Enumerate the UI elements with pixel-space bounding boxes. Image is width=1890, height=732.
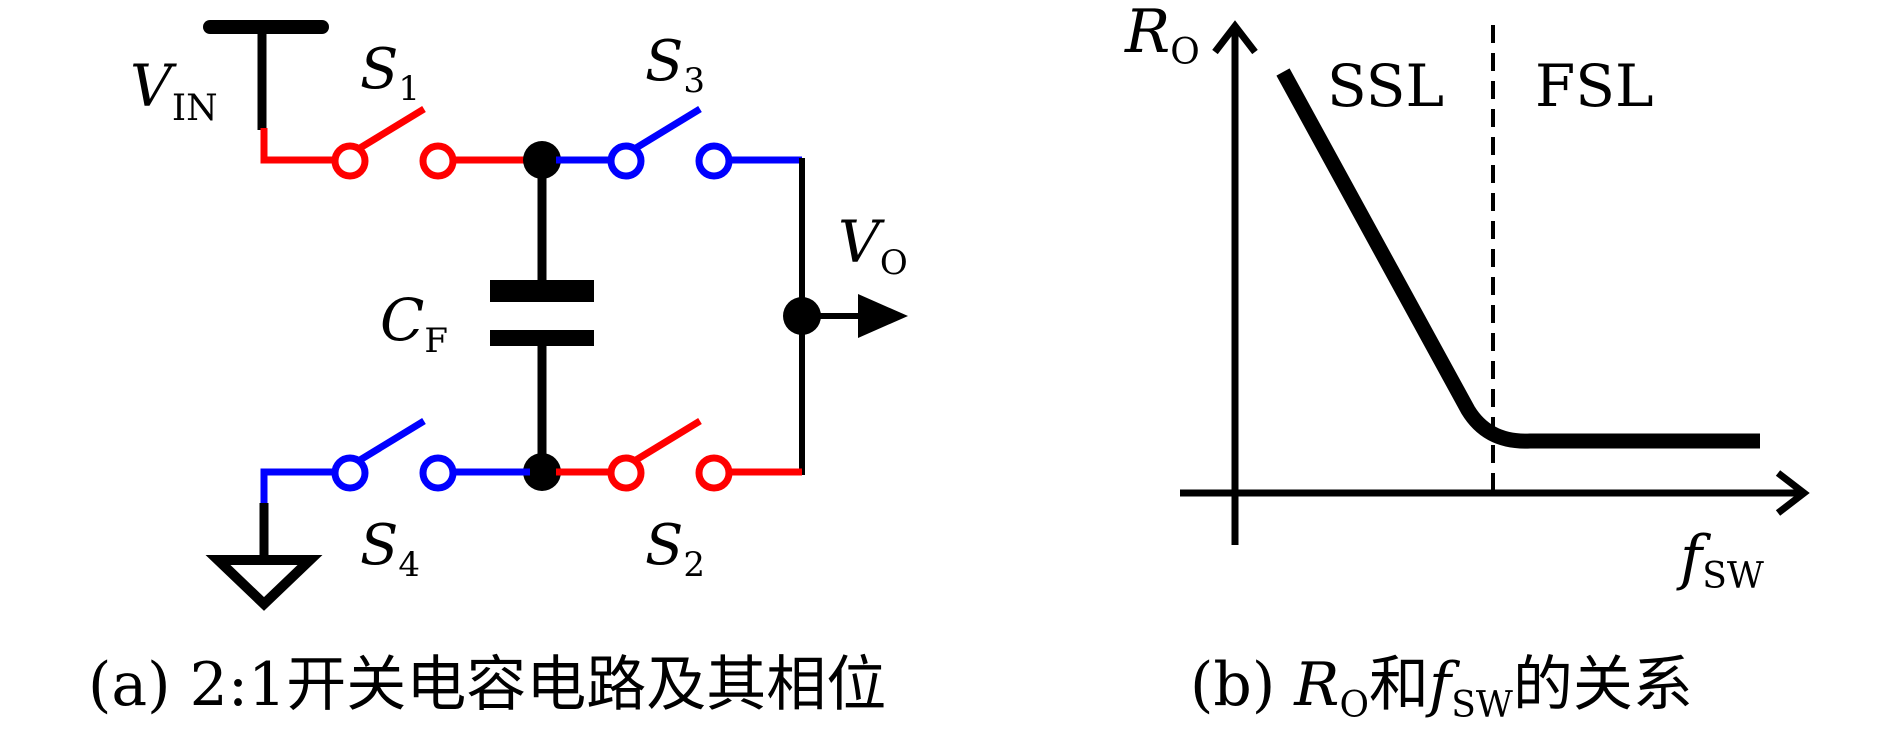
switch-s3 — [556, 106, 802, 180]
top-node — [523, 141, 561, 179]
switch-s2 — [556, 418, 802, 492]
s3-label: S3 — [645, 29, 705, 101]
caption-b: (b) RO和fSW的关系 — [1190, 650, 1693, 726]
switch-s1 — [260, 106, 530, 180]
vo-label: VO — [838, 208, 908, 283]
cf-label: CF — [380, 286, 448, 361]
switch-s4 — [260, 418, 530, 505]
y-axis-label: RO — [1124, 0, 1200, 73]
vin-label: VIN — [130, 52, 218, 129]
bottom-node — [523, 453, 561, 491]
ssl-label: SSL — [1327, 52, 1444, 120]
ro-vs-fsw-graph: RO fSW SSL FSL (b) RO和fSW的关系 — [1124, 0, 1810, 726]
x-axis-label: fSW — [1676, 523, 1764, 597]
ro-curve — [1276, 68, 1760, 449]
ground-symbol — [205, 503, 323, 611]
fsl-label: FSL — [1535, 52, 1654, 120]
capacitor-cf — [490, 170, 594, 470]
caption-a: (a) 2:1开关电容电路及其相位 — [88, 650, 886, 720]
x-axis-arrow — [1775, 470, 1810, 516]
output-arrow-head — [858, 294, 908, 338]
s4-label: S4 — [360, 513, 420, 585]
s1-label: S1 — [360, 37, 420, 109]
circuit-diagram: VIN S1 S3 VO — [88, 20, 908, 720]
y-axis-arrow — [1212, 20, 1258, 55]
s2-label: S2 — [645, 513, 705, 585]
